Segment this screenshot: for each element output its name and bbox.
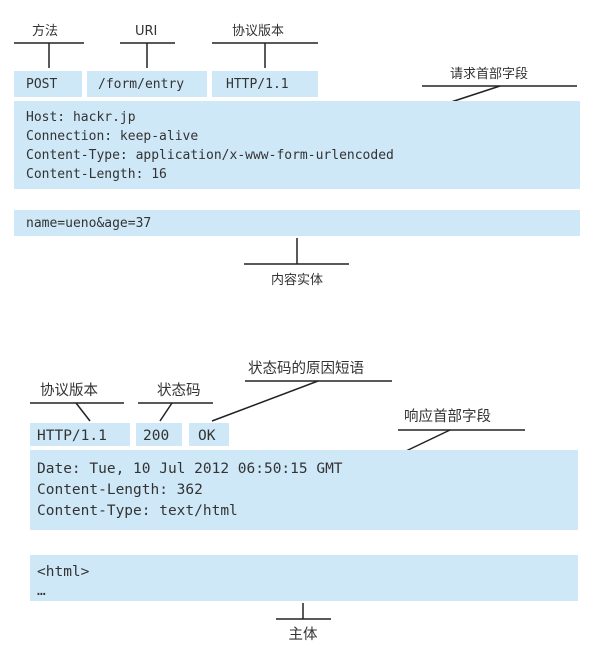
response-status-pointer <box>159 402 173 422</box>
request-header-line: Content-Length: 16 <box>26 167 167 182</box>
response-body-line: <html> <box>37 564 90 580</box>
request-version: HTTP/1.1 <box>226 77 289 92</box>
response-version-pointer <box>75 402 91 422</box>
request-header-line: Host: hackr.jp <box>26 110 136 125</box>
response-body-box <box>30 555 578 601</box>
request-version-box <box>212 71 318 97</box>
response-header-line: Date: Tue, 10 Jul 2012 06:50:15 GMT <box>37 461 343 477</box>
request-method: POST <box>26 77 57 92</box>
request-headers-label: 请求首部字段 <box>450 67 528 82</box>
response-reason: OK <box>198 428 216 444</box>
response-version: HTTP/1.1 <box>37 428 107 444</box>
request-version-label: 协议版本 <box>232 24 284 39</box>
request-uri: /form/entry <box>98 77 184 92</box>
request-body-label: 内容实体 <box>271 272 323 288</box>
response-headers-box <box>30 450 578 530</box>
request-uri-box <box>87 71 207 97</box>
response-body-label: 主体 <box>289 626 318 643</box>
response-reason-label: 状态码的原因短语 <box>248 360 364 377</box>
response-version-box <box>30 423 130 446</box>
request-method-label: 方法 <box>32 23 58 39</box>
response-header-line: Content-Type: text/html <box>37 503 238 519</box>
response-status-label: 状态码 <box>157 382 201 399</box>
request-method-box <box>14 71 82 97</box>
response-headers-pointer <box>405 429 451 452</box>
response-reason-box <box>189 423 229 446</box>
request-header-line: Content-Type: application/x-www-form-url… <box>26 148 394 163</box>
response-header-line: Content-Length: 362 <box>37 482 203 498</box>
response-body-line: … <box>37 583 46 599</box>
response-status-box <box>136 423 182 446</box>
request-header-line: Connection: keep-alive <box>26 129 198 144</box>
response-headers-label: 响应首部字段 <box>404 407 491 425</box>
request-uri-label: URI <box>135 24 157 39</box>
request-message: 方法 URI 协议版本 请求首部字段 POST /form/entry HTTP… <box>14 23 580 288</box>
request-body: name=ueno&age=37 <box>26 216 151 231</box>
request-body-box <box>14 210 580 236</box>
response-status: 200 <box>143 428 169 444</box>
request-headers-box <box>14 101 580 189</box>
request-headers-pointer <box>447 85 501 104</box>
response-reason-pointer <box>211 380 319 422</box>
response-message: 协议版本 状态码 状态码的原因短语 响应首部字段 HTTP/1.1 200 OK… <box>30 360 578 643</box>
response-version-label: 协议版本 <box>40 382 98 399</box>
